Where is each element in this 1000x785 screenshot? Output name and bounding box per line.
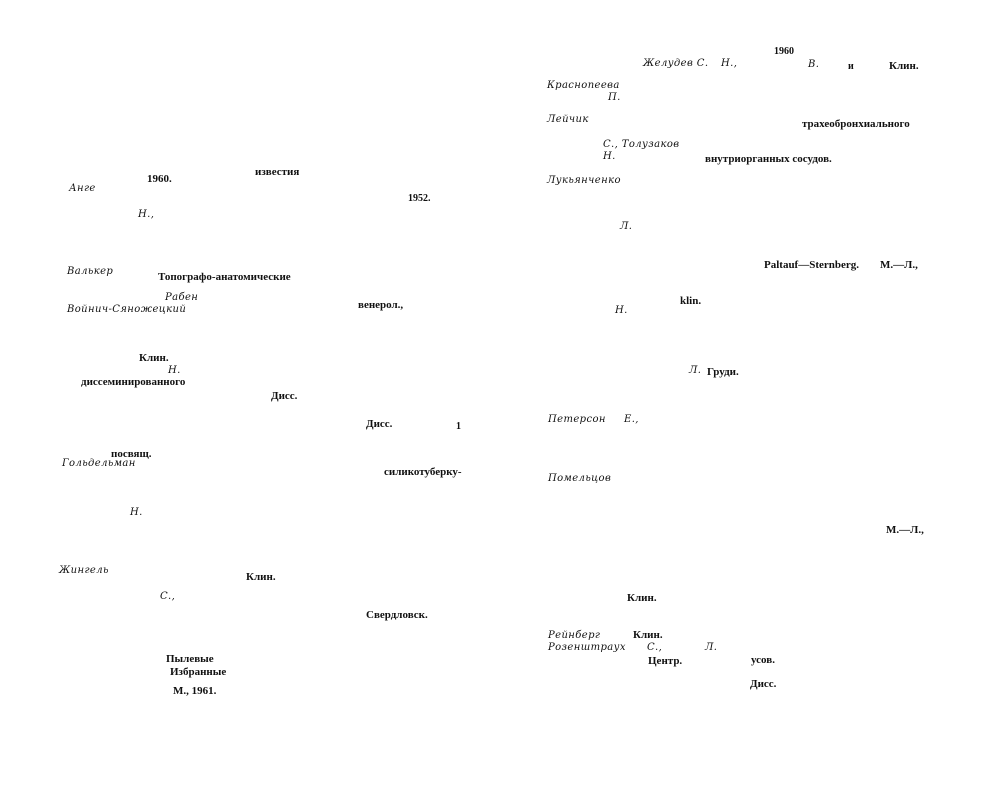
author-initial: Н. bbox=[603, 151, 616, 162]
author-name: Гольдельман bbox=[62, 458, 136, 469]
text-fragment: силикотуберку- bbox=[384, 466, 462, 478]
text-fragment: Клин. bbox=[889, 60, 919, 72]
author-name: С., Толузаков bbox=[603, 139, 680, 150]
text-fragment: Дисс. bbox=[271, 390, 298, 402]
text-fragment: Клин. bbox=[633, 629, 663, 641]
author-initial: Е., bbox=[624, 414, 639, 425]
text-fragment: 1960 bbox=[774, 46, 794, 57]
author-name: Рейнберг bbox=[548, 630, 601, 641]
author-name: Войнич-Сяножецкий bbox=[67, 304, 187, 315]
author-name: Розенштраух bbox=[548, 642, 626, 653]
text-fragment: Груди. bbox=[707, 366, 739, 378]
author-name: Краснопеева bbox=[547, 80, 620, 91]
author-initial: Н. bbox=[615, 305, 628, 316]
text-fragment: Клин. bbox=[246, 571, 276, 583]
author-name: Лейчик bbox=[547, 114, 589, 125]
text-fragment: Топографо-анатомические bbox=[158, 271, 291, 283]
text-fragment: klin. bbox=[680, 295, 702, 307]
text-fragment: венерол., bbox=[358, 299, 404, 311]
text-fragment: усов. bbox=[751, 654, 775, 666]
text-fragment: 1952. bbox=[408, 193, 431, 204]
text-fragment: М.—Л., bbox=[880, 259, 918, 271]
author-initial: Н. bbox=[168, 365, 181, 376]
author-name: Жингель bbox=[59, 565, 109, 576]
text-fragment: Дисс. bbox=[750, 678, 777, 690]
text-fragment: М.—Л., bbox=[886, 524, 924, 536]
text-fragment: Клин. bbox=[139, 352, 169, 364]
text-fragment: и bbox=[848, 61, 854, 72]
text-fragment: внутриорганных сосудов. bbox=[705, 153, 832, 165]
author-name: Лукьянченко bbox=[547, 175, 621, 186]
text-fragment: Центр. bbox=[648, 655, 683, 667]
author-initial: Н. bbox=[130, 507, 143, 518]
author-name: Желудев С. bbox=[643, 58, 709, 69]
author-name: Анге bbox=[69, 183, 96, 194]
author-initial: В. bbox=[808, 59, 820, 70]
author-initial: П. bbox=[608, 92, 621, 103]
text-fragment: известия bbox=[255, 166, 300, 178]
text-fragment: М., 1961. bbox=[173, 685, 217, 697]
author-initial: Н., bbox=[721, 58, 738, 69]
text-fragment: Paltauf—Sternberg. bbox=[764, 259, 860, 271]
author-initial: Л. bbox=[705, 642, 718, 653]
author-name: Петерсон bbox=[548, 414, 606, 425]
author-initial: С., bbox=[160, 591, 176, 602]
text-fragment: Пылевые bbox=[166, 653, 214, 665]
text-fragment: Дисс. bbox=[366, 418, 393, 430]
author-name: Помельцов bbox=[548, 473, 612, 484]
author-name: Рабен bbox=[165, 292, 199, 303]
text-fragment: трахеобронхиального bbox=[802, 118, 910, 130]
text-fragment: 1 bbox=[456, 421, 461, 432]
text-fragment: диссеминированного bbox=[81, 376, 186, 388]
author-name: Валькер bbox=[67, 266, 114, 277]
author-initial: Л. bbox=[620, 221, 633, 232]
text-fragment: 1960. bbox=[147, 173, 172, 185]
text-fragment: Свердловск. bbox=[366, 609, 428, 621]
text-fragment: Избранные bbox=[170, 666, 227, 678]
author-initial: С., bbox=[647, 642, 663, 653]
author-initial: Л. bbox=[689, 365, 702, 376]
text-fragment: Клин. bbox=[627, 592, 657, 604]
text-fragment: посвящ. bbox=[111, 448, 152, 460]
author-initial: Н., bbox=[138, 209, 155, 220]
